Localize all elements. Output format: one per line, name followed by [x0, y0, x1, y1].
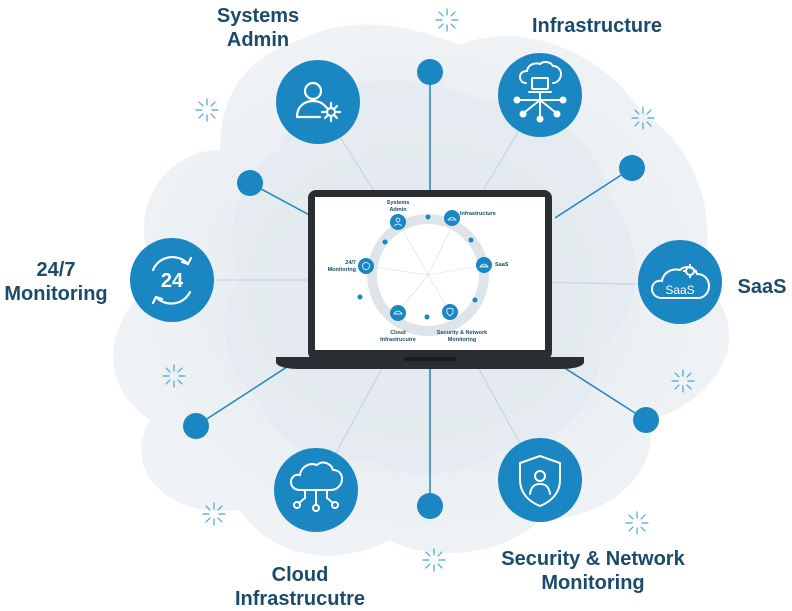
mini-node-infra — [444, 210, 460, 226]
cloud-network-icon — [289, 461, 344, 512]
mini-saas-text: SaaS — [480, 264, 487, 268]
sparkle-icon — [631, 106, 655, 130]
user-gear-icon — [295, 81, 342, 123]
saas-icon-text: SaaS — [665, 283, 694, 297]
sparkle-icon — [671, 369, 695, 393]
cloud-server-network-icon — [513, 60, 567, 123]
laptop-notch — [414, 190, 446, 196]
dot-connectors — [195, 72, 647, 506]
mini-node-cloud — [390, 305, 406, 321]
sparkle-decorations — [162, 8, 695, 572]
connector-dots — [183, 59, 659, 519]
node-saas: SaaS — [638, 240, 722, 324]
mini-node-security — [442, 304, 458, 320]
screen-mini-diagram: SaaS — [357, 210, 492, 336]
mini-label-infrastructure: Infrastructure — [460, 211, 496, 217]
node-cloud — [274, 448, 358, 532]
laptop-hinge — [404, 357, 456, 361]
sparkle-icon — [625, 511, 649, 535]
mini-label-saas: SaaS — [495, 262, 509, 268]
mini-node-247 — [358, 258, 374, 274]
sparkle-icon — [162, 364, 186, 388]
saas-cloud-gear-icon — [650, 264, 711, 299]
sparkle-icon — [435, 8, 459, 32]
24-icon-text: 24 — [161, 270, 184, 292]
sparkle-icon — [195, 98, 219, 122]
label-saas: SaaS — [737, 276, 787, 298]
node-sysadmin — [276, 60, 360, 144]
node-infra — [498, 53, 582, 137]
mini-node-saas — [476, 257, 492, 273]
shield-user-icon — [519, 454, 561, 508]
sparkle-icon — [202, 502, 226, 526]
label-infrastructure: Infrastructure — [531, 15, 663, 37]
laptop-base — [276, 357, 584, 369]
sparkle-icon — [422, 548, 446, 572]
24-hour-cycle-icon — [151, 255, 193, 305]
laptop: SaaS — [276, 190, 584, 369]
node-security — [498, 438, 582, 522]
node-247: 24 — [130, 238, 214, 322]
